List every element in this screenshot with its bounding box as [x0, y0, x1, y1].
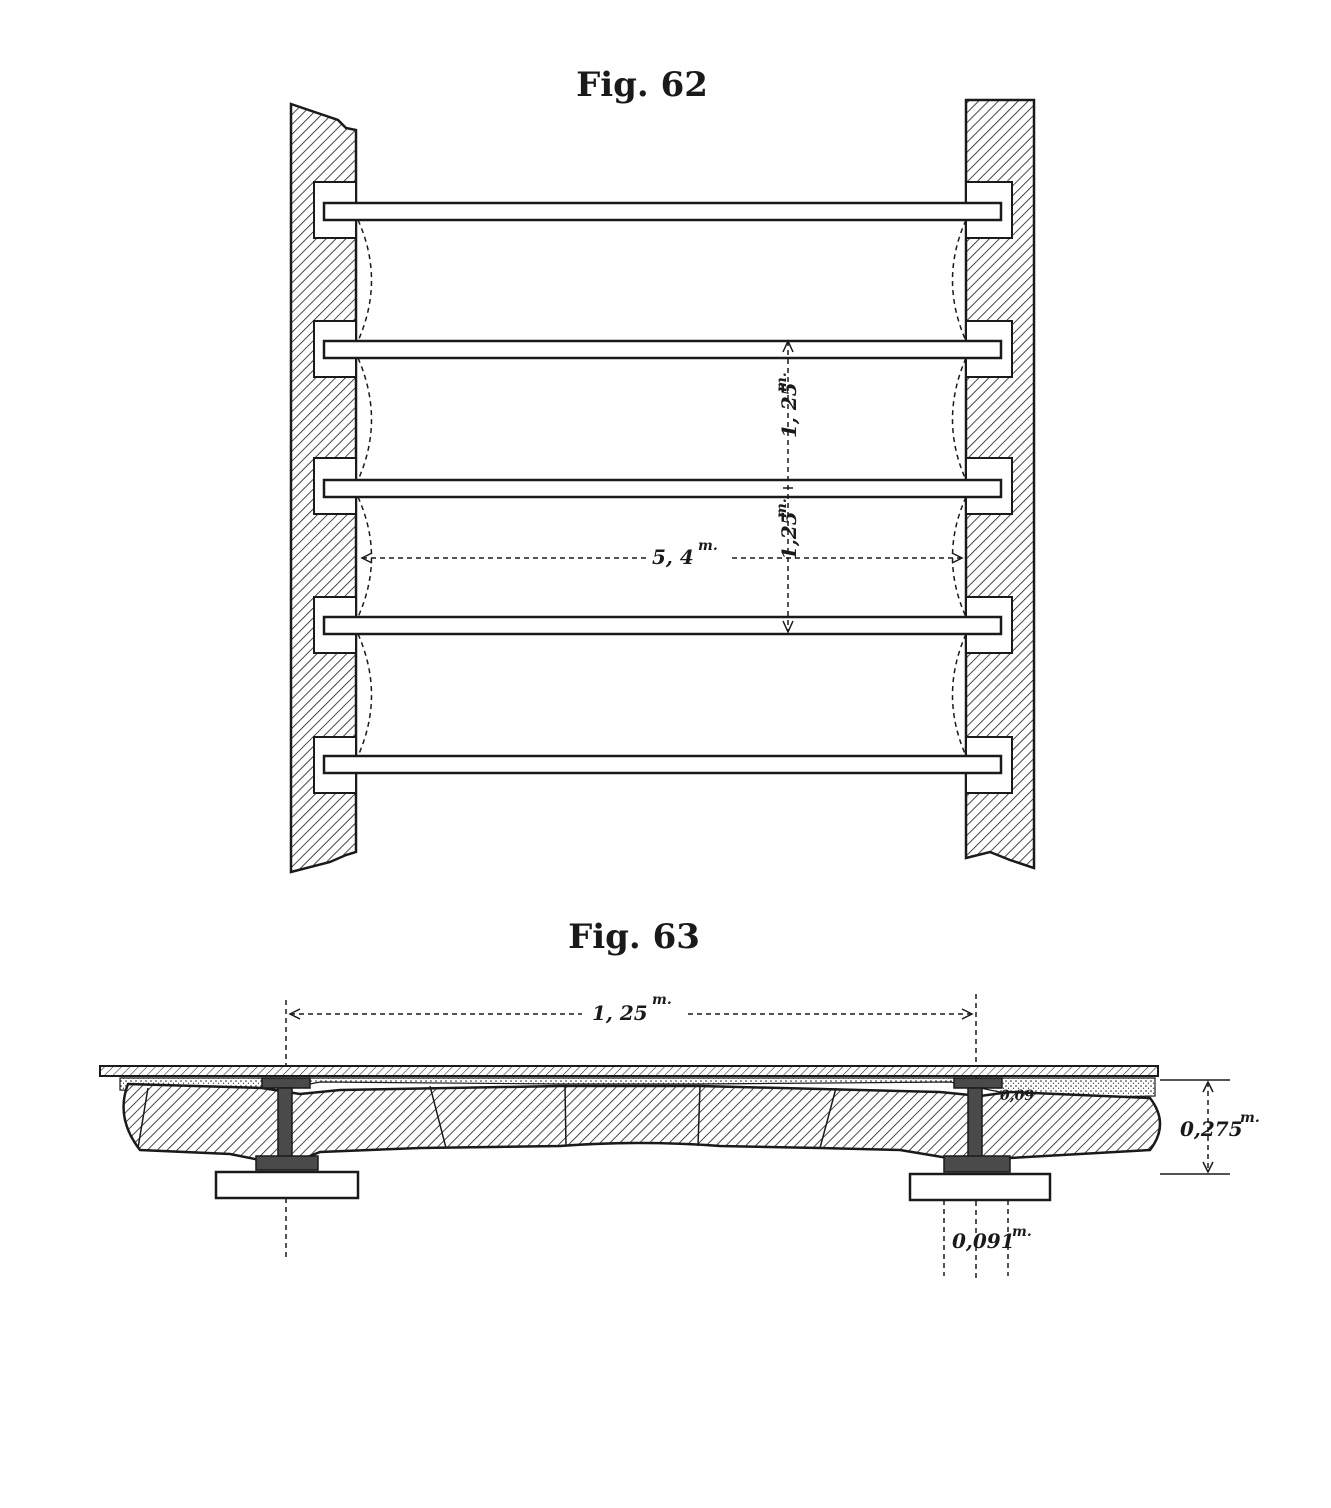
fig-62: Fig. 62: [289, 65, 1036, 874]
fig-63-title: Fig. 63: [568, 917, 700, 957]
fig-62-spacing-label: 1, 25: [777, 382, 801, 438]
iron-beam: [322, 478, 1003, 499]
fig-63: Fig. 63 1, 25 m.: [99, 917, 1260, 1278]
floor-deck: [99, 1065, 1159, 1077]
fig-62-spacing-label-2: 1,25: [777, 511, 801, 560]
fig-63-flange-unit: m.: [1012, 1224, 1032, 1240]
beam-spacing-dimension: 1, 25 m.: [285, 992, 977, 1278]
fig-62-spacing-unit: m.: [774, 372, 790, 392]
fig-63-depth-label: 0,275: [1180, 1117, 1243, 1141]
fig-63-flange-label: 0,091: [952, 1229, 1015, 1253]
iron-beam: [322, 615, 1003, 636]
vault-curves: [357, 219, 967, 757]
flange-dimension: 0,091 m.: [943, 1200, 1032, 1276]
i-beam-left: [214, 1077, 360, 1200]
fig-63-span-label: 1, 25: [592, 1001, 648, 1025]
fig-63-depth-unit: m.: [1240, 1110, 1260, 1126]
fig-62-span-unit: m.: [698, 538, 718, 554]
fig-62-title: Fig. 62: [576, 65, 708, 105]
bearing-plate: [214, 1170, 360, 1200]
vault-joints: [137, 1085, 837, 1149]
fig-62-spacing-unit-2: m.: [774, 498, 790, 518]
fig-63-small-label: 0,09: [1000, 1088, 1034, 1104]
iron-beam: [322, 201, 1003, 222]
bearing-plate: [908, 1172, 1052, 1202]
i-beam-right: [908, 1077, 1052, 1202]
floor-board: [99, 1065, 1159, 1077]
iron-beam: [322, 339, 1003, 360]
iron-beam: [322, 754, 1003, 775]
spacing-dimension: 1, 25 m. 1,25 m.: [774, 339, 801, 634]
depth-dimension: 0,275 m.: [1160, 1079, 1260, 1175]
fig-63-span-unit: m.: [652, 992, 672, 1008]
span-dimension: 5, 4 m.: [360, 538, 964, 569]
fig-62-span-label: 5, 4: [652, 545, 694, 569]
brick-vault: [122, 1082, 1162, 1162]
floor-beams: [313, 181, 1013, 794]
